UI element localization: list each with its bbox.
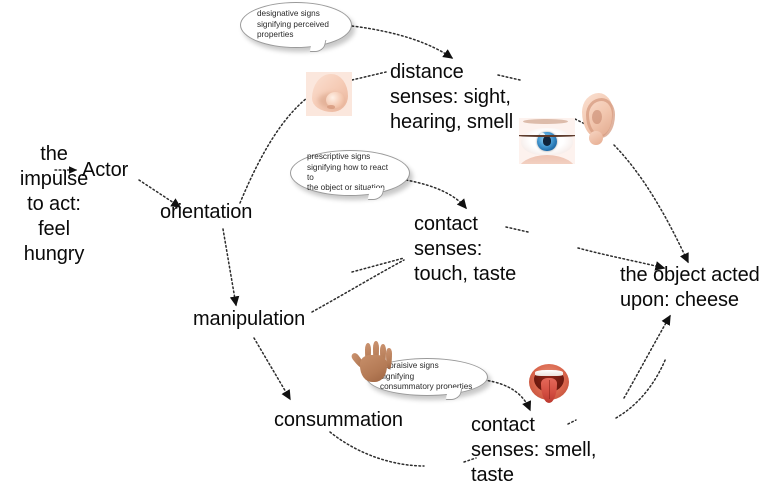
callout-appraisive-text: appraisive signs signifying consummatory… — [380, 361, 473, 392]
tongue-icon — [529, 364, 569, 403]
nose-icon — [306, 72, 352, 116]
edge-cheese-to-object — [623, 314, 671, 399]
node-manipulation: manipulation — [193, 308, 306, 330]
node-orientation: orientation — [160, 201, 253, 223]
edge-appraisive-to-contact-senses — [483, 379, 532, 412]
node-object: the object acted upon: cheese — [620, 264, 760, 311]
node-distance-senses: distance senses: sight, hearing, smell — [390, 61, 514, 133]
callout-tail — [309, 40, 327, 52]
callout-designative-text: designative signs signifying perceived p… — [257, 9, 329, 40]
node-impulse: the impulse to act: feel hungry — [19, 143, 89, 265]
edge-nose-bottom-to-cheese — [615, 357, 667, 419]
edge-prescriptive-to-contact-senses — [405, 179, 467, 210]
edge-designative-to-distance-senses — [351, 25, 454, 59]
edge-ear-to-object — [613, 144, 689, 264]
callout-prescriptive-signs: prescriptive signs signifying how to rea… — [290, 150, 410, 200]
node-consummation: consummation — [274, 409, 403, 431]
callout-tail — [445, 388, 463, 400]
node-contact-senses-smell: contact senses: smell, taste — [471, 414, 597, 486]
callout-tail — [367, 188, 385, 200]
edge-hand-to-contact-senses — [351, 257, 405, 273]
ear-icon — [580, 92, 616, 146]
callout-prescriptive-text: prescriptive signs signifying how to rea… — [307, 152, 389, 193]
edge-manipulation-to-consummation — [253, 337, 291, 401]
hand-icon — [350, 338, 397, 384]
edge-consummation-to-tongue-bottom — [329, 431, 425, 467]
node-contact-senses-touch: contact senses: touch, taste — [414, 213, 517, 285]
edge-orientation-to-manipulation — [222, 228, 240, 307]
eye-icon — [519, 118, 575, 164]
callout-designative-signs: designative signs signifying perceived p… — [240, 2, 352, 52]
edge-manipulation-to-contact-senses — [311, 259, 405, 313]
edge-nose-to-distance-senses — [351, 71, 387, 81]
node-actor: Actor — [82, 159, 129, 181]
